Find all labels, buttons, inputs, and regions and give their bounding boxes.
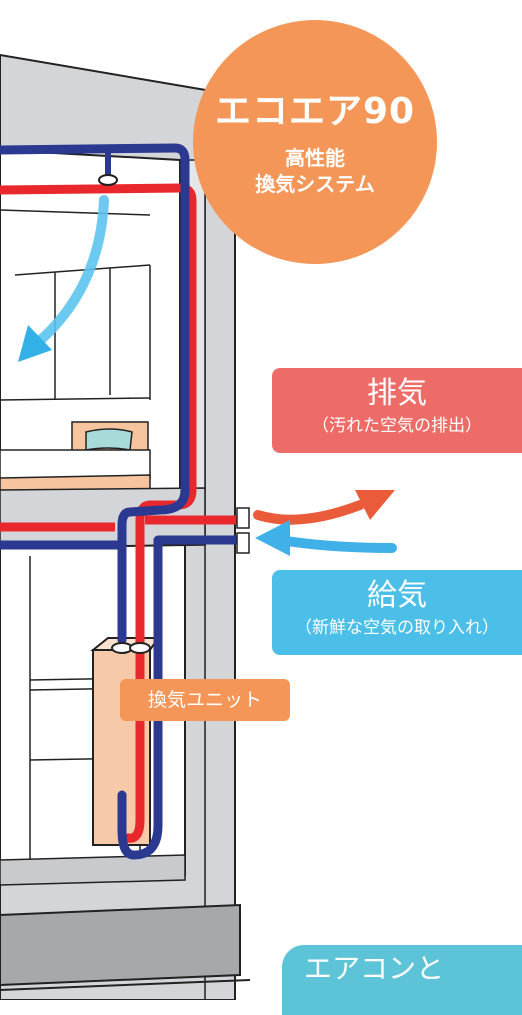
badge-subtitle-line1: 高性能 [285,146,345,170]
ceiling-diffuser-icon [98,174,118,186]
supply-title: 給気 [367,578,427,613]
airflow-arrow-head-icon [18,325,52,362]
foundation [0,903,241,987]
supply-duct-down [117,535,163,860]
supply-arrow-head-icon [255,520,290,556]
aircon-label: エアコンと [282,945,522,1015]
exhaust-note: （汚れた空気の排出） [312,416,482,436]
pillow-icon [85,428,133,451]
window-frame [14,264,151,276]
wall-vent-cap [236,507,250,529]
supply-duct [0,143,190,645]
ceiling-line [0,209,151,216]
supply-note: （新鮮な空気の取り入れ） [295,618,499,638]
supply-arrow-icon [275,535,397,553]
badge-subtitle-line2: 換気システム [255,172,375,196]
window-frame [0,397,151,401]
exhaust-title: 排気 [367,376,427,411]
supply-label-box: 給気 （新鮮な空気の取り入れ） [272,570,522,655]
brand-name: エコエア90 [214,91,416,132]
lower-floor [0,854,186,886]
eco-air-badge: エコエア90 高性能 換気システム [193,20,437,264]
wall-vent-cap [236,532,250,554]
exhaust-label-box: 排気 （汚れた空気の排出） [272,368,522,453]
exhaust-arrow-head-icon [355,490,395,520]
unit-vent-icon [129,642,151,654]
exhaust-arrow-icon [253,500,365,525]
ventilation-unit-label: 換気ユニット [120,679,290,721]
ground-line [0,979,251,991]
airflow-arrow-icon [30,195,109,350]
